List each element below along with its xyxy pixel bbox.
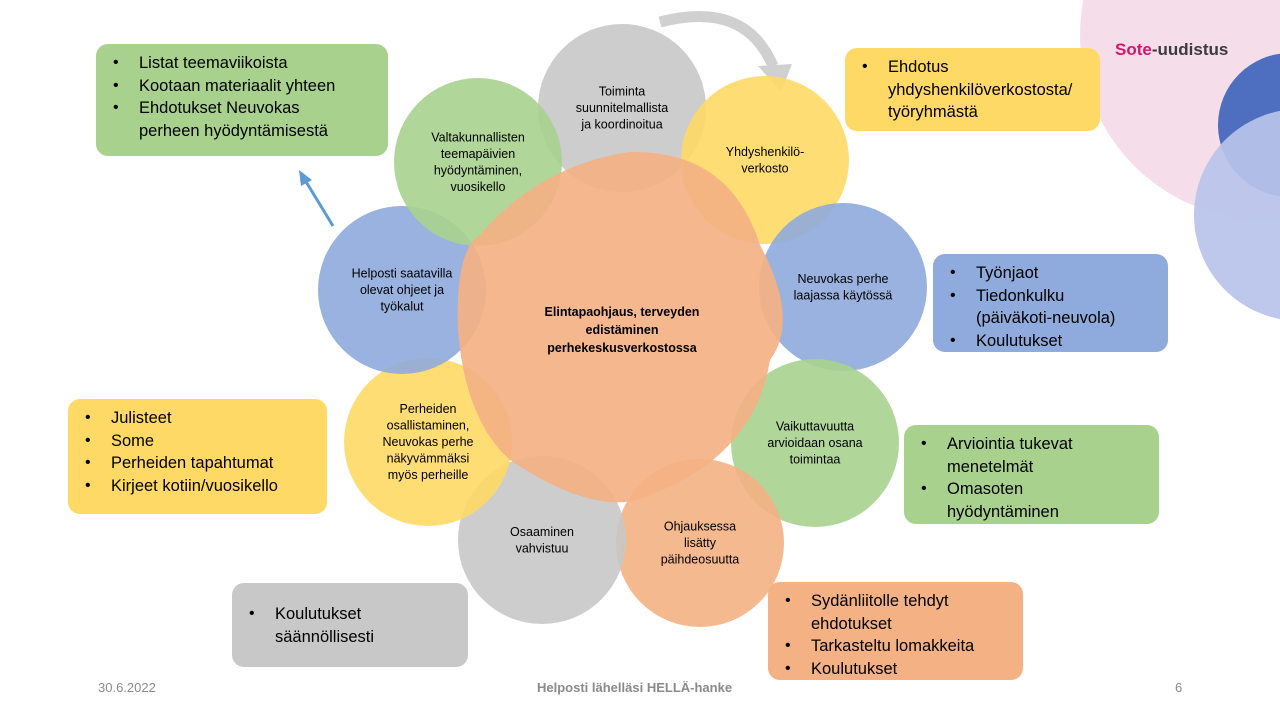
node-label-valtakunnallisten: Valtakunnallisten — [431, 130, 525, 144]
node-label-osaaminen: vahvistuu — [516, 541, 569, 555]
node-label-yhdyshenkilo: verkosto — [741, 161, 788, 175]
box-item: Koulutukset säännöllisesti — [246, 603, 405, 648]
node-circle-vaikuttavuutta — [731, 359, 899, 527]
box-gray: Koulutukset säännöllisesti — [232, 583, 468, 667]
box-item: Perheiden tapahtumat — [82, 452, 313, 475]
node-label-ohjauksessa: lisätty — [684, 536, 717, 550]
box-yellow-left: Julisteet Some Perheiden tapahtumat Kirj… — [68, 399, 327, 514]
node-neuvokas-perhe: Neuvokas perhe laajassa käytössä — [759, 203, 927, 371]
node-label-valtakunnallisten: teemapäivien — [441, 147, 515, 161]
box-item: Some — [82, 430, 313, 453]
node-circle-toiminta — [538, 24, 706, 192]
node-label-perheiden: Perheiden — [400, 402, 457, 416]
node-label-valtakunnallisten: hyödyntäminen, — [434, 163, 522, 177]
box-item: Julisteet — [82, 407, 313, 430]
blue-arrow-line — [303, 179, 335, 227]
node-label-perheiden: näkyvämmäksi — [387, 452, 470, 466]
node-label-toiminta: ja koordinoitua — [580, 118, 662, 132]
box-item: Arviointia tukevat menetelmät — [918, 433, 1102, 478]
node-perheiden: Perheiden osallistaminen, Neuvokas perhe nä… — [344, 358, 512, 526]
node-label-vaikuttavuutta: toimintaa — [790, 453, 841, 467]
box-yellow-top: Ehdotus yhdyshenkilöverkostosta/ työryhm… — [845, 48, 1100, 131]
box-item: Kirjeet kotiin/vuosikello — [82, 475, 313, 498]
box-item: Kootaan materiaalit yhteen — [110, 75, 374, 98]
box-item: Tiedonkulku (päiväkoti-neuvola) — [947, 285, 1136, 330]
node-label-osaaminen: Osaaminen — [510, 525, 574, 539]
center-shape — [457, 151, 783, 503]
node-helposti: Helposti saatavilla olevat ohjeet ja työka… — [318, 206, 486, 374]
node-label-helposti: olevat ohjeet ja — [360, 283, 444, 297]
box-orange: Sydänliitolle tehdyt ehdotukset Tarkaste… — [768, 582, 1023, 680]
box-item: Sydänliitolle tehdyt ehdotukset — [782, 590, 986, 635]
center-label-line-2: edistäminen — [586, 323, 659, 337]
box-item: Koulutukset — [782, 658, 1009, 681]
node-vaikuttavuutta: Vaikuttavuutta arvioidaan osana toimintaa — [731, 359, 899, 527]
box-item: Ehdotukset Neuvokas perheen hyödyntämise… — [110, 97, 359, 142]
box-item: Työnjaot — [947, 262, 1154, 285]
footer-page: 6 — [1175, 680, 1183, 695]
node-circle-perheiden — [344, 358, 512, 526]
node-label-ohjauksessa: päihdeosuutta — [661, 553, 740, 567]
node-circle-helposti — [318, 206, 486, 374]
box-item: Listat teemaviikoista — [110, 52, 374, 75]
node-circle-osaaminen — [458, 456, 626, 624]
box-item: Koulutukset — [947, 330, 1154, 353]
blue-arrow-head — [299, 170, 312, 186]
box-item: Tarkasteltu lomakkeita — [782, 635, 1009, 658]
box-green-top: Listat teemaviikoista Kootaan materiaali… — [96, 44, 388, 156]
node-circle-neuvokas-perhe — [759, 203, 927, 371]
node-label-ohjauksessa: Ohjauksessa — [664, 520, 736, 534]
brand-logo: Sote-uudistus — [1115, 40, 1228, 60]
node-ohjauksessa: Ohjauksessa lisätty päihdeosuutta — [616, 459, 784, 627]
node-label-perheiden: osallistaminen, — [387, 419, 470, 433]
node-label-toiminta: Toiminta — [599, 85, 646, 99]
footer-title: Helposti lähelläsi HELLÄ-hanke — [537, 680, 733, 695]
node-circle-ohjauksessa — [616, 459, 784, 627]
node-label-toiminta: suunnitelmallista — [576, 101, 668, 115]
box-green-right: Arviointia tukevat menetelmät Omasoten h… — [904, 425, 1159, 524]
brand-prefix: Sote — [1115, 40, 1152, 59]
nodes-layer: Toiminta suunnitelmallista ja koordinoitua… — [318, 24, 927, 627]
node-toiminta: Toiminta suunnitelmallista ja koordinoitua — [538, 24, 706, 192]
node-label-vaikuttavuutta: Vaikuttavuutta — [776, 420, 854, 434]
box-item: Omasoten hyödyntäminen — [918, 478, 1102, 523]
box-blue: Työnjaot Tiedonkulku (päiväkoti-neuvola)… — [933, 254, 1168, 352]
center-label: Elintapaohjaus, terveyden edistäminen pe… — [545, 305, 700, 355]
footer-date: 30.6.2022 — [98, 680, 156, 695]
curved-arrow — [658, 11, 779, 69]
brand-suffix: -uudistus — [1151, 40, 1229, 59]
node-osaaminen: Osaaminen vahvistuu — [458, 456, 626, 624]
node-label-helposti: työkalut — [380, 300, 424, 314]
node-label-vaikuttavuutta: arvioidaan osana — [767, 436, 862, 450]
node-label-yhdyshenkilo: Yhdyshenkilö- — [726, 145, 805, 159]
node-label-valtakunnallisten: vuosikello — [451, 180, 506, 194]
center-label-line-3: perhekeskusverkostossa — [547, 341, 697, 355]
node-label-neuvokas-perhe: Neuvokas perhe — [797, 272, 888, 286]
node-label-perheiden: myös perheille — [388, 468, 469, 482]
center-label-line-1: Elintapaohjaus, terveyden — [545, 305, 700, 319]
decor-lavender-circle — [1194, 110, 1280, 320]
node-label-neuvokas-perhe: laajassa käytössä — [794, 288, 893, 302]
node-label-helposti: Helposti saatavilla — [352, 267, 453, 281]
node-label-perheiden: Neuvokas perhe — [382, 435, 473, 449]
box-item: Ehdotus yhdyshenkilöverkostosta/ työryhm… — [859, 56, 1103, 124]
